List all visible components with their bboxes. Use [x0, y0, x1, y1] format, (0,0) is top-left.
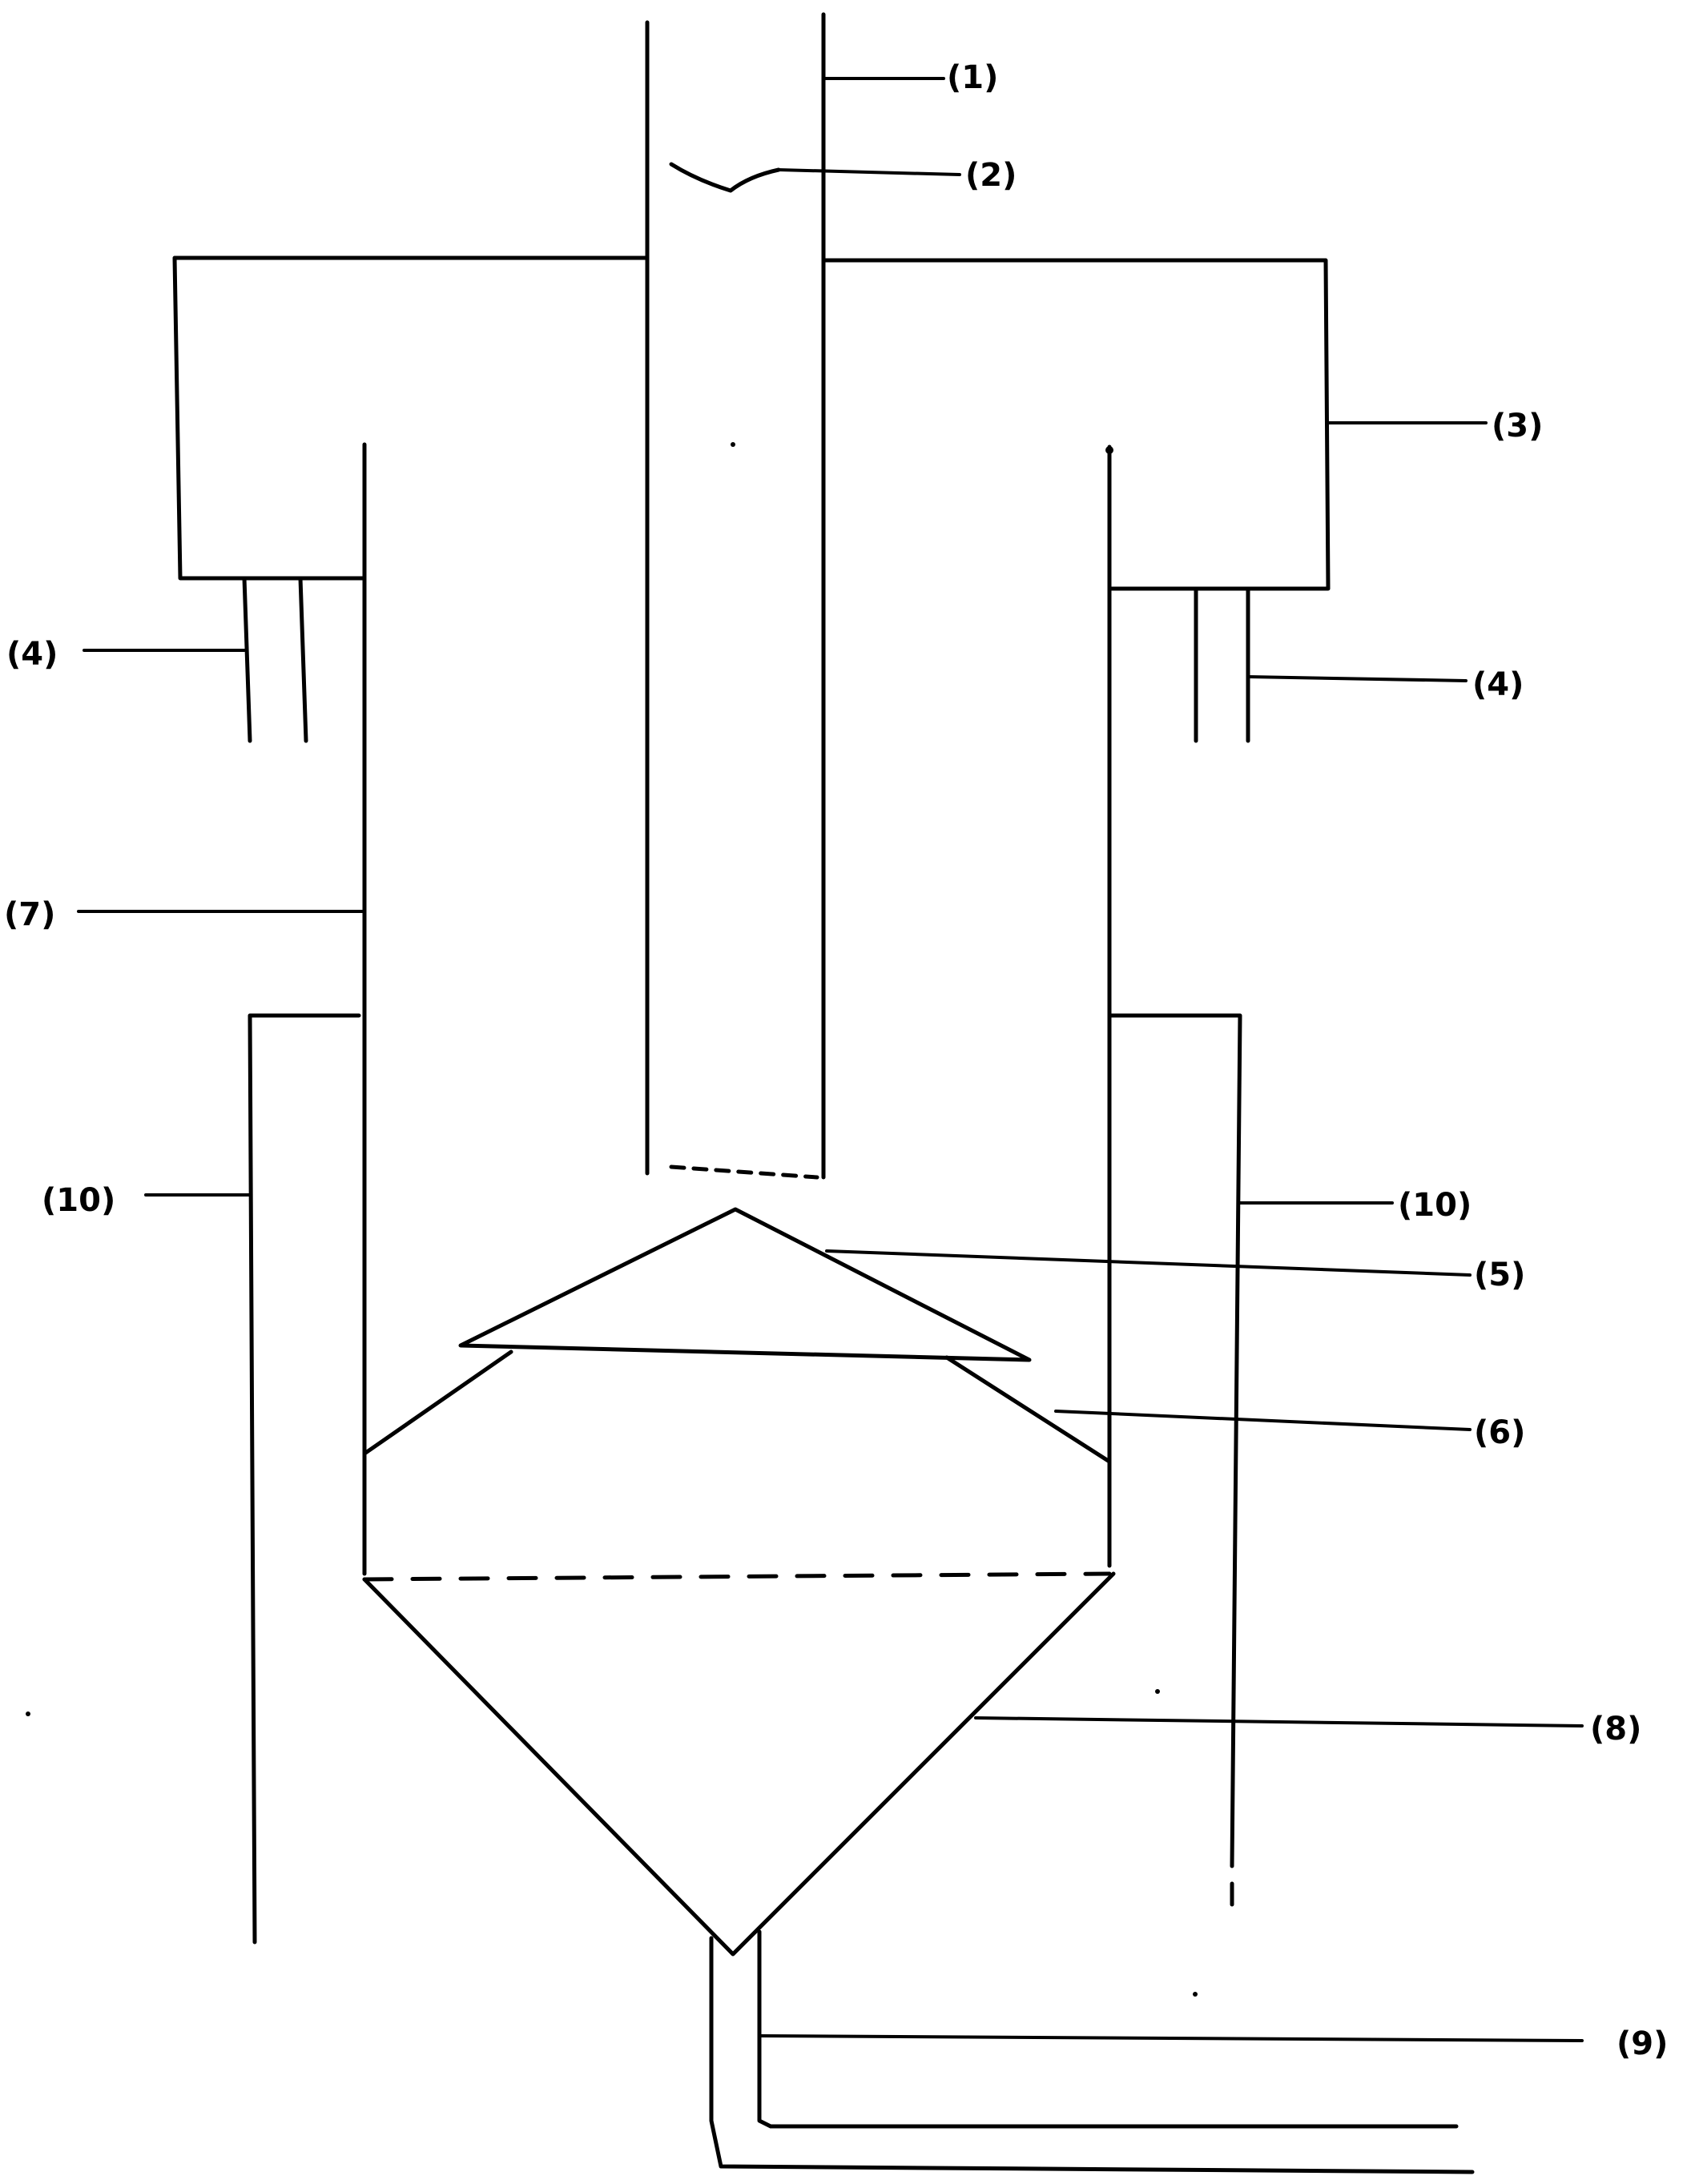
label-2: (2): [965, 157, 1017, 194]
label-3: (3): [1492, 408, 1543, 444]
dashed-boundary: [362, 1571, 1112, 1582]
upper-housing-left: [172, 255, 650, 581]
jacket-left: [248, 1013, 361, 1945]
label-6: (6): [1474, 1414, 1525, 1451]
inclined-wall-left: [362, 1349, 513, 1456]
leader-lines: [77, 77, 1584, 2042]
label-8: (8): [1590, 1711, 1641, 1748]
conical-bottom: [362, 1571, 1116, 1957]
discharge-pipe-inner: [757, 1929, 1459, 2129]
outer-jacket: [248, 1013, 1242, 1945]
inclined-walls: [362, 1349, 1112, 1464]
left-outlet-pipe-a: [242, 576, 252, 743]
central-feed-tube: [645, 12, 826, 1180]
label-1: (1): [947, 59, 998, 96]
label-9: (9): [1617, 2025, 1668, 2062]
label-7: (7): [4, 896, 55, 933]
label-10-left: (10): [42, 1182, 115, 1219]
upper-housing: [172, 255, 1331, 591]
discharge-pipe-outer: [709, 1936, 1475, 2174]
upper-housing-right: [821, 258, 1331, 591]
label-5: (5): [1474, 1257, 1525, 1293]
leader-6: [1054, 1410, 1472, 1431]
left-outlet-pipe-b: [298, 576, 308, 743]
leader-8: [974, 1716, 1584, 1727]
stray-dot-3: [1193, 1992, 1198, 1997]
inclined-wall-right: [944, 1355, 1112, 1464]
label-4-right: (4): [1472, 666, 1524, 703]
feed-tube-dot: [731, 442, 735, 447]
label-4-left: (4): [6, 636, 58, 673]
leader-9: [758, 2034, 1584, 2042]
label-10-right: (10): [1398, 1187, 1472, 1224]
outlet-pipes: [242, 576, 1250, 743]
feed-tube-outlet-dashed: [669, 1164, 819, 1180]
discharge-pipe: [709, 1929, 1475, 2174]
stray-dot-2: [1155, 1689, 1160, 1694]
labels: (1) (2) (3) (4) (4) (5) (6) (7) (8) (9) …: [4, 59, 1668, 2062]
main-vessel: [362, 442, 1113, 1576]
jacket-right: [1107, 1013, 1242, 1868]
leader-4-right: [1246, 675, 1468, 682]
stray-dot-1: [26, 1711, 30, 1716]
item-2-curve: [669, 162, 781, 193]
leader-5: [825, 1249, 1472, 1277]
vessel-top-dot: [1105, 446, 1113, 454]
cone-deflector: [458, 1207, 1032, 1362]
leader-2: [777, 168, 961, 176]
